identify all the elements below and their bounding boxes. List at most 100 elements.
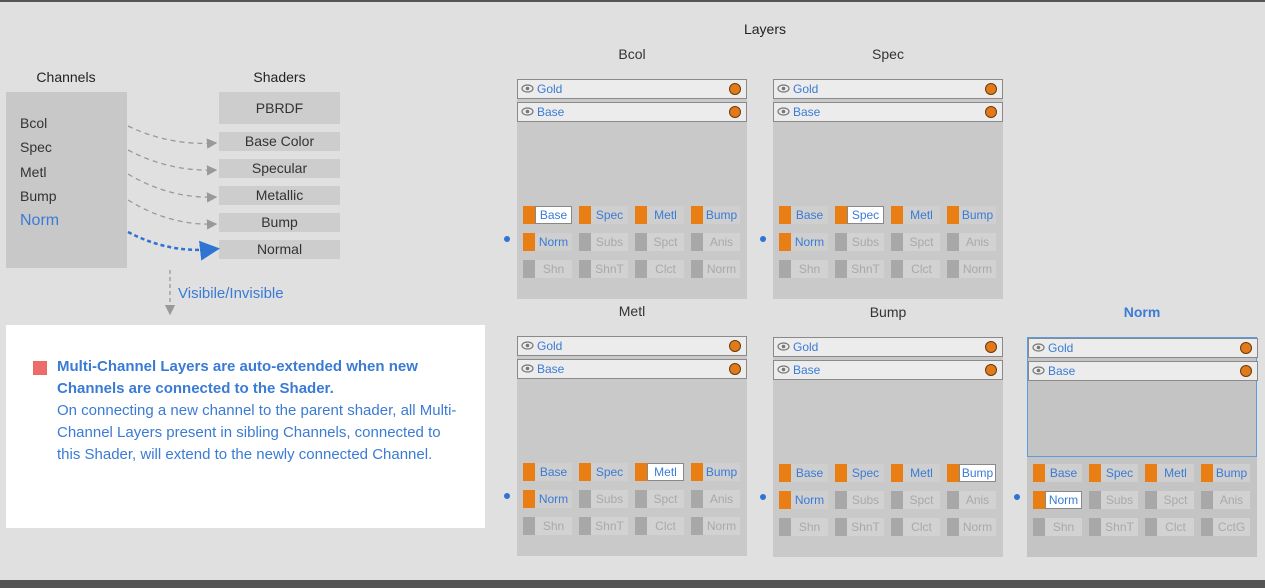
channel-toggle-subs[interactable]: Subs bbox=[835, 491, 885, 509]
channel-toggle-base[interactable]: Base bbox=[779, 206, 829, 224]
channel-toggle-base[interactable]: Base bbox=[1033, 464, 1083, 482]
channel-toggle-bump[interactable]: Bump bbox=[691, 206, 741, 224]
channel-toggle-shn[interactable]: Shn bbox=[523, 260, 573, 278]
layer-row[interactable]: Base bbox=[1028, 361, 1258, 381]
channel-toggle-shn[interactable]: Shn bbox=[779, 518, 829, 536]
eye-icon[interactable] bbox=[777, 340, 790, 353]
channel-toggle-subs[interactable]: Subs bbox=[579, 233, 629, 251]
layer-row[interactable]: Gold bbox=[517, 336, 747, 356]
channel-toggle-anis[interactable]: Anis bbox=[691, 490, 741, 508]
channel-toggle-subs[interactable]: Subs bbox=[1089, 491, 1139, 509]
channel-toggle-base[interactable]: Base bbox=[779, 464, 829, 482]
shader-input-normal[interactable]: Normal bbox=[219, 240, 340, 259]
channel-toggle-shnt[interactable]: ShnT bbox=[579, 260, 629, 278]
eye-icon[interactable] bbox=[777, 82, 790, 95]
channel-toggle-clct[interactable]: Clct bbox=[1145, 518, 1195, 536]
channel-toggle-bump[interactable]: Bump bbox=[947, 464, 997, 482]
channel-toggle-norm[interactable]: Norm bbox=[947, 518, 997, 536]
eye-icon[interactable] bbox=[521, 362, 534, 375]
channel-toggle-bump[interactable]: Bump bbox=[1201, 464, 1251, 482]
channel-toggle-shn[interactable]: Shn bbox=[1033, 518, 1083, 536]
layer-row[interactable]: Gold bbox=[773, 337, 1003, 357]
layer-row[interactable]: Gold bbox=[773, 79, 1003, 99]
layer-row[interactable]: Base bbox=[773, 102, 1003, 122]
channel-toggle-label: ShnT bbox=[1101, 518, 1138, 536]
channel-toggle-metl[interactable]: Metl bbox=[891, 206, 941, 224]
channel-toggle-anis[interactable]: Anis bbox=[947, 233, 997, 251]
channel-toggle-spct[interactable]: Spct bbox=[1145, 491, 1195, 509]
channel-swatch bbox=[835, 491, 847, 509]
channel-toggle-clct[interactable]: Clct bbox=[891, 518, 941, 536]
channel-toggle-spct[interactable]: Spct bbox=[891, 233, 941, 251]
channel-toggle-norm[interactable]: Norm bbox=[523, 233, 573, 251]
eye-icon[interactable] bbox=[777, 363, 790, 376]
channel-swatch bbox=[835, 518, 847, 536]
channel-item-norm[interactable]: Norm bbox=[20, 212, 60, 229]
channel-toggle-label: Bump bbox=[703, 463, 740, 481]
channel-toggle-metl[interactable]: Metl bbox=[891, 464, 941, 482]
eye-icon[interactable] bbox=[521, 339, 534, 352]
channel-toggle-anis[interactable]: Anis bbox=[691, 233, 741, 251]
channel-toggle-spec[interactable]: Spec bbox=[835, 206, 885, 224]
channel-toggle-subs[interactable]: Subs bbox=[579, 490, 629, 508]
channel-toggle-shn[interactable]: Shn bbox=[523, 517, 573, 535]
layer-row[interactable]: Gold bbox=[517, 79, 747, 99]
channel-toggle-shnt[interactable]: ShnT bbox=[835, 518, 885, 536]
channel-toggle-norm[interactable]: Norm bbox=[779, 491, 829, 509]
eye-icon[interactable] bbox=[1032, 364, 1045, 377]
channel-toggle-clct[interactable]: Clct bbox=[635, 517, 685, 535]
channel-toggle-shnt[interactable]: ShnT bbox=[835, 260, 885, 278]
channel-toggle-cctg[interactable]: CctG bbox=[1201, 518, 1251, 536]
channel-item-spec[interactable]: Spec bbox=[20, 139, 52, 155]
shader-pbrdf[interactable]: PBRDF bbox=[219, 92, 340, 124]
channel-toggle-clct[interactable]: Clct bbox=[635, 260, 685, 278]
channel-toggle-base[interactable]: Base bbox=[523, 206, 573, 224]
channel-toggle-norm[interactable]: Norm bbox=[691, 260, 741, 278]
channel-toggle-spct[interactable]: Spct bbox=[635, 233, 685, 251]
channel-toggle-shnt[interactable]: ShnT bbox=[579, 517, 629, 535]
eye-icon[interactable] bbox=[1032, 341, 1045, 354]
shader-input-specular[interactable]: Specular bbox=[219, 159, 340, 178]
channel-toggle-spct[interactable]: Spct bbox=[891, 491, 941, 509]
channel-toggle-norm[interactable]: Norm bbox=[523, 490, 573, 508]
channel-toggle-anis[interactable]: Anis bbox=[1201, 491, 1251, 509]
shader-input-bump[interactable]: Bump bbox=[219, 213, 340, 232]
channel-toggle-subs[interactable]: Subs bbox=[835, 233, 885, 251]
shader-input-base-color[interactable]: Base Color bbox=[219, 132, 340, 151]
channel-toggle-bump[interactable]: Bump bbox=[947, 206, 997, 224]
channel-toggle-metl[interactable]: Metl bbox=[635, 206, 685, 224]
layer-row[interactable]: Base bbox=[517, 359, 747, 379]
channel-toggle-clct[interactable]: Clct bbox=[891, 260, 941, 278]
channel-toggle-spec[interactable]: Spec bbox=[835, 464, 885, 482]
channel-toggle-spec[interactable]: Spec bbox=[1089, 464, 1139, 482]
shader-input-metallic[interactable]: Metallic bbox=[219, 186, 340, 205]
channel-toggle-metl[interactable]: Metl bbox=[1145, 464, 1195, 482]
channel-item-bump[interactable]: Bump bbox=[20, 188, 57, 204]
channel-toggle-bump[interactable]: Bump bbox=[691, 463, 741, 481]
channel-toggle-spec[interactable]: Spec bbox=[579, 463, 629, 481]
layer-row[interactable]: Gold bbox=[1028, 338, 1258, 358]
channel-toggle-spec[interactable]: Spec bbox=[579, 206, 629, 224]
channel-toggle-norm[interactable]: Norm bbox=[779, 233, 829, 251]
channel-item-bcol[interactable]: Bcol bbox=[20, 115, 48, 131]
channel-toggle-base[interactable]: Base bbox=[523, 463, 573, 481]
channel-toggle-metl[interactable]: Metl bbox=[635, 463, 685, 481]
eye-icon[interactable] bbox=[521, 105, 534, 118]
channel-toggle-norm[interactable]: Norm bbox=[947, 260, 997, 278]
layer-row[interactable]: Base bbox=[773, 360, 1003, 380]
channel-swatch bbox=[947, 233, 959, 251]
channel-item-metl[interactable]: Metl bbox=[20, 164, 47, 180]
eye-icon[interactable] bbox=[777, 105, 790, 118]
channel-toggle-norm[interactable]: Norm bbox=[1033, 491, 1083, 509]
eye-icon[interactable] bbox=[521, 82, 534, 95]
channel-swatch bbox=[523, 463, 535, 481]
channel-toggle-spct[interactable]: Spct bbox=[635, 490, 685, 508]
layer-row[interactable]: Base bbox=[517, 102, 747, 122]
channel-toggle-anis[interactable]: Anis bbox=[947, 491, 997, 509]
channel-toggle-norm[interactable]: Norm bbox=[691, 517, 741, 535]
channel-swatch bbox=[835, 233, 847, 251]
channel-toggle-shn[interactable]: Shn bbox=[779, 260, 829, 278]
channel-toggle-shnt[interactable]: ShnT bbox=[1089, 518, 1139, 536]
